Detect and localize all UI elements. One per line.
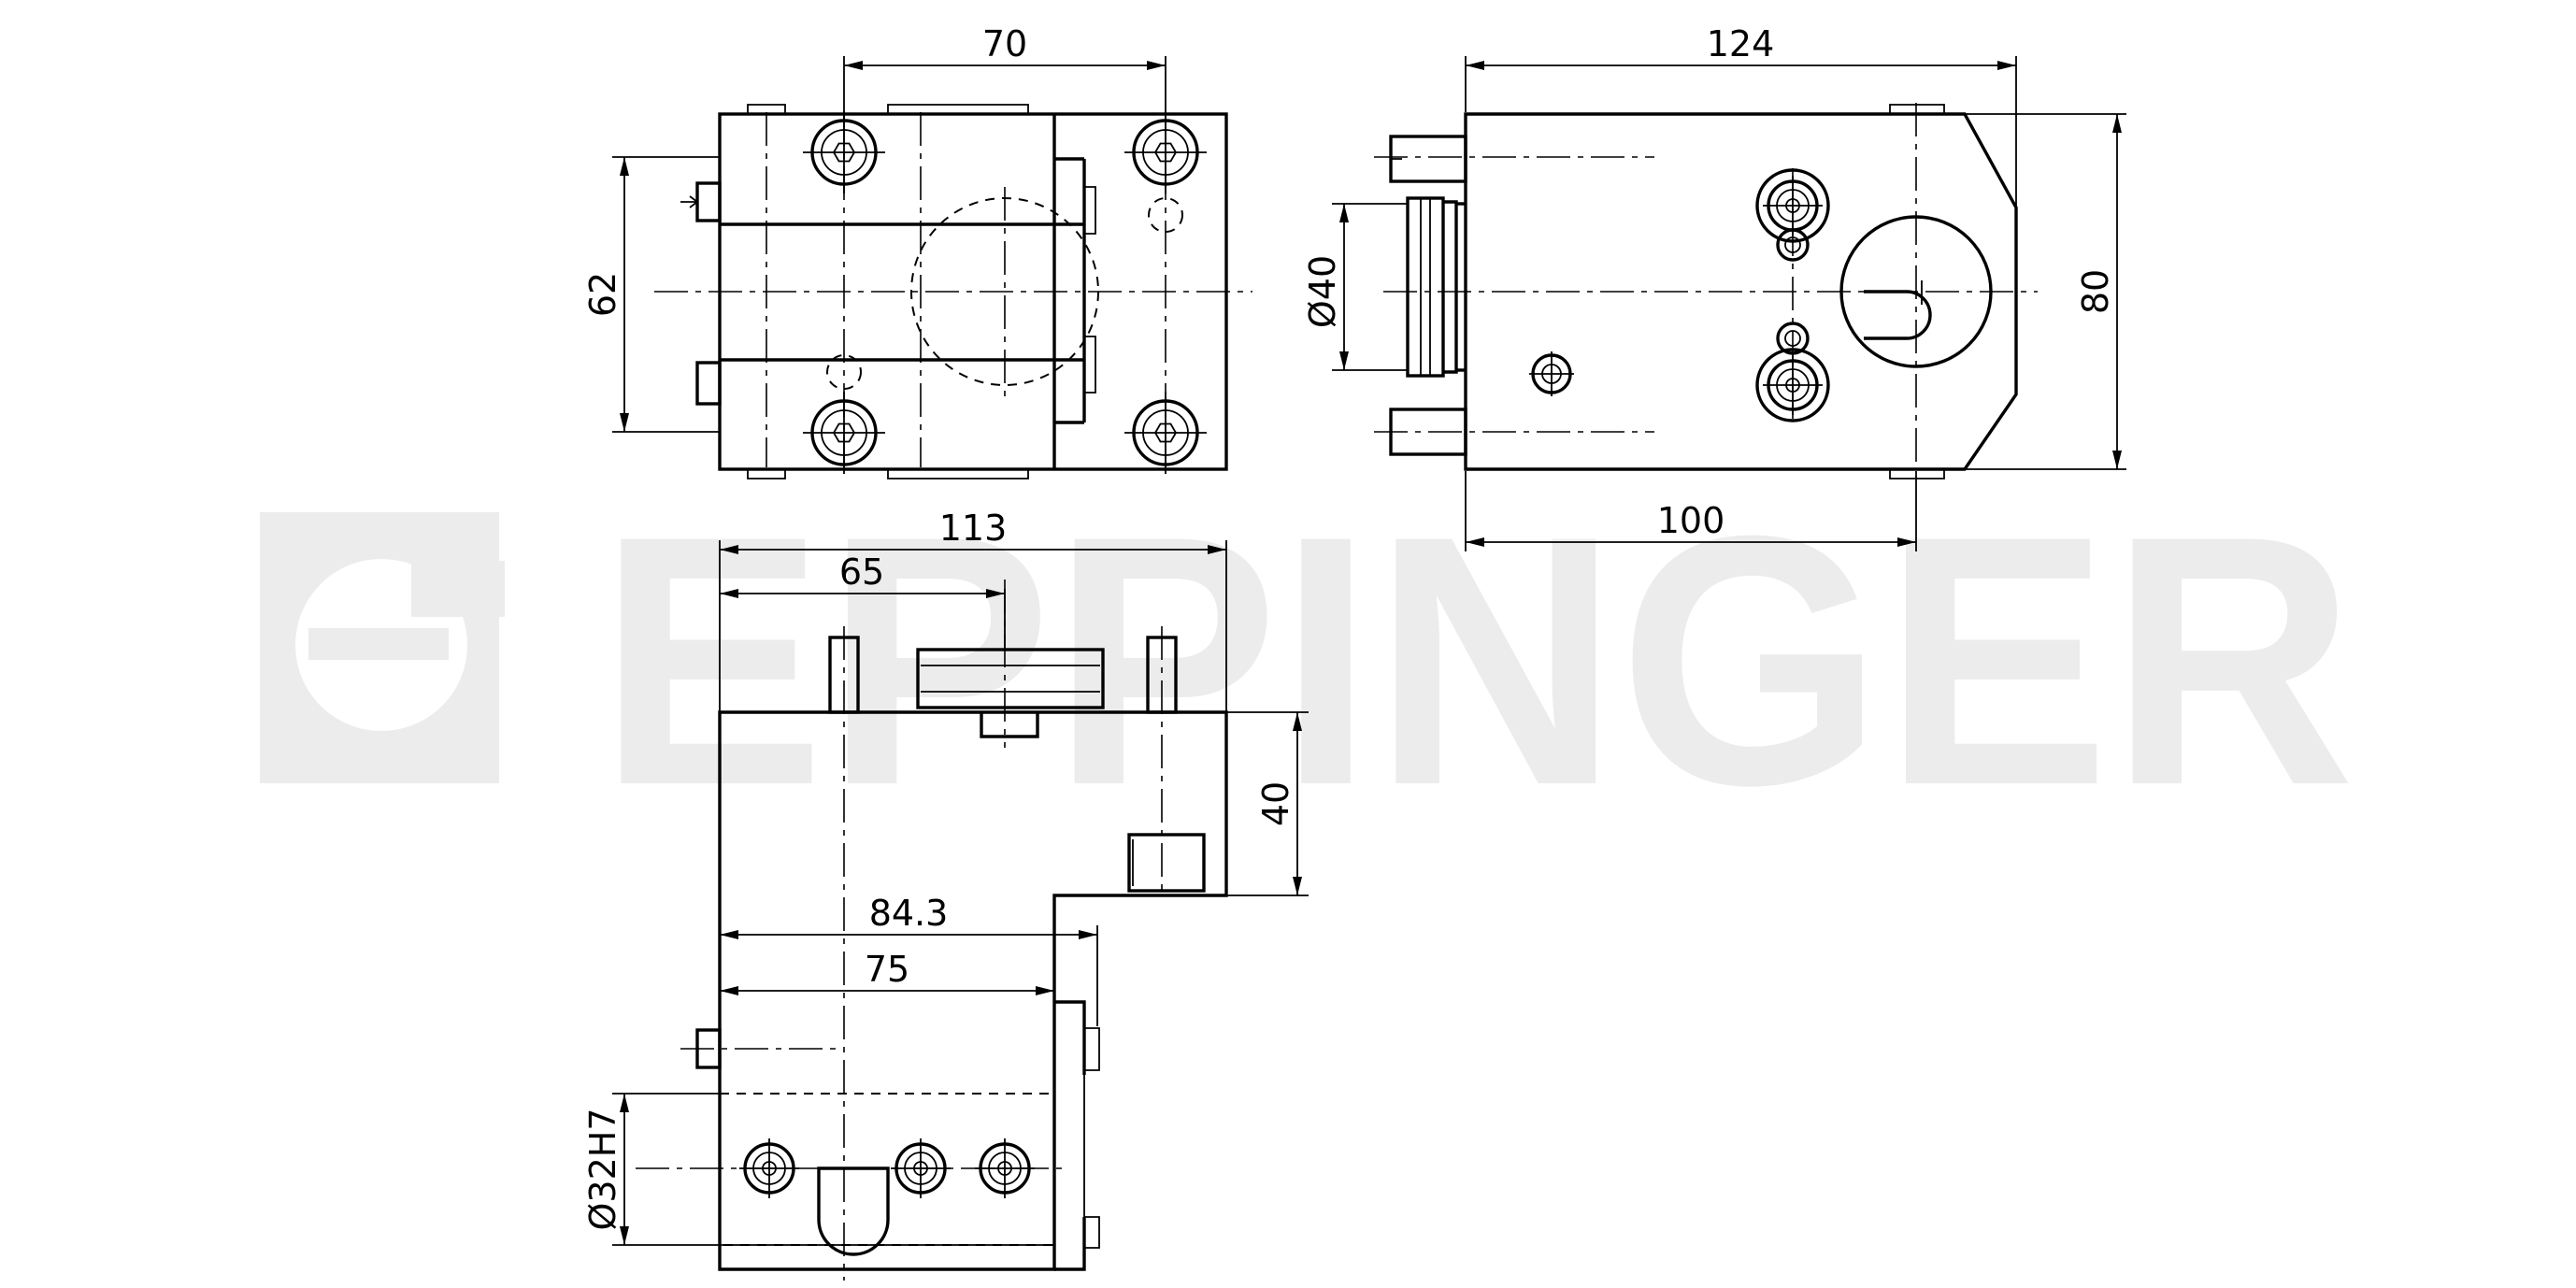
dim-80: 80 [2075, 269, 2116, 314]
dim-113: 113 [939, 508, 1008, 549]
dim-84-3: 84.3 [869, 893, 949, 934]
side-view: 124 80 Ø40 100 [1302, 23, 2126, 551]
dim-70: 70 [982, 23, 1027, 64]
dim-62: 62 [582, 272, 623, 317]
eppinger-logo-icon [260, 512, 505, 783]
dim-diameter-40: Ø40 [1302, 255, 1343, 328]
top-view: 70 62 [582, 23, 1252, 479]
dim-75: 75 [865, 949, 909, 990]
dim-diameter-32h7: Ø32H7 [582, 1108, 623, 1230]
dim-65: 65 [839, 551, 884, 593]
dim-40: 40 [1255, 781, 1296, 826]
dim-124: 124 [1707, 23, 1775, 64]
watermark-text: EPPINGER [598, 462, 2355, 859]
dim-100: 100 [1657, 500, 1725, 541]
eppinger-watermark: EPPINGER [260, 462, 2355, 859]
front-view: 113 65 40 84.3 75 Ø32H7 [582, 508, 1309, 1281]
